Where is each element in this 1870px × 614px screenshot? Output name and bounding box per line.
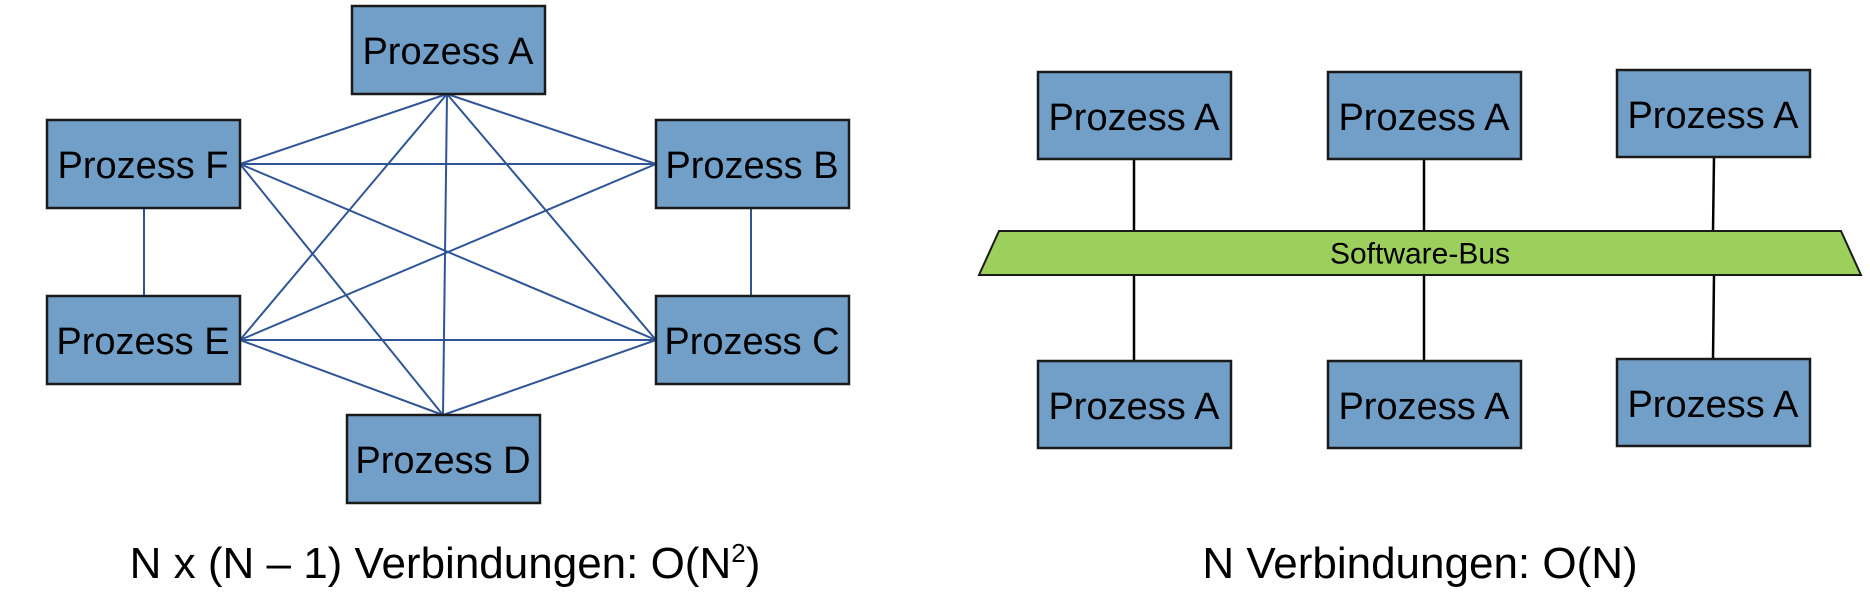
connection-a-b bbox=[446, 93, 657, 165]
connection-f-d bbox=[239, 163, 444, 416]
connection-a-f bbox=[239, 93, 448, 165]
bus-process-top-3: Prozess A bbox=[1615, 68, 1812, 159]
process-a-label: Prozess A bbox=[362, 31, 534, 73]
bus-process-top-1-label: Prozess A bbox=[1048, 97, 1220, 139]
process-d-node: Prozess D bbox=[345, 413, 542, 505]
connection-e-b bbox=[239, 163, 657, 341]
bus-process-top-3-label: Prozess A bbox=[1627, 95, 1799, 137]
process-d-label: Prozess D bbox=[355, 440, 530, 482]
software-bus-label: Software-Bus bbox=[1330, 238, 1510, 271]
connection-a-c bbox=[446, 93, 657, 341]
bus-process-top-2-label: Prozess A bbox=[1338, 97, 1510, 139]
connection-a-d bbox=[442, 93, 448, 416]
connection-a-e bbox=[239, 93, 448, 341]
bus-process-bottom-2: Prozess A bbox=[1326, 359, 1523, 450]
connection-c-d bbox=[442, 339, 657, 416]
process-e-node: Prozess E bbox=[45, 294, 242, 386]
process-f-node: Prozess F bbox=[45, 118, 242, 210]
mesh-caption-superscript: 2 bbox=[731, 538, 745, 568]
process-a-node: Prozess A bbox=[350, 4, 547, 96]
bus-caption: N Verbindungen: O(N) bbox=[1202, 539, 1637, 588]
bus-process-bottom-1: Prozess A bbox=[1036, 359, 1233, 450]
process-c-node: Prozess C bbox=[654, 294, 851, 386]
bus-connections bbox=[1132, 156, 1716, 361]
process-b-label: Prozess B bbox=[665, 145, 838, 187]
bus-process-top-2: Prozess A bbox=[1326, 70, 1523, 161]
bus-process-top-1: Prozess A bbox=[1036, 70, 1233, 161]
process-c-label: Prozess C bbox=[664, 321, 839, 363]
mesh-caption: N x (N – 1) Verbindungen: O(N2) bbox=[130, 538, 761, 588]
process-b-node: Prozess B bbox=[654, 118, 851, 210]
process-f-label: Prozess F bbox=[57, 145, 228, 187]
software-bus: Software-Bus bbox=[977, 230, 1863, 276]
mesh-connections bbox=[143, 93, 752, 416]
bus-diagram: Software-Bus Prozess A Prozess A Prozess… bbox=[977, 68, 1863, 588]
bus-link-top-3 bbox=[1711, 156, 1716, 232]
bus-process-bottom-3-label: Prozess A bbox=[1627, 384, 1799, 426]
process-e-label: Prozess E bbox=[56, 321, 229, 363]
mesh-caption-main: N x (N – 1) Verbindungen: O(N bbox=[130, 539, 732, 588]
bus-process-bottom-3: Prozess A bbox=[1615, 357, 1812, 448]
bus-process-bottom-1-label: Prozess A bbox=[1048, 386, 1220, 428]
bus-process-bottom-2-label: Prozess A bbox=[1338, 386, 1510, 428]
mesh-caption-end: ) bbox=[746, 539, 761, 588]
bus-link-bottom-3 bbox=[1711, 274, 1716, 360]
mesh-diagram: Prozess A Prozess F Prozess B Prozess E … bbox=[45, 4, 851, 588]
connection-e-d bbox=[239, 339, 444, 416]
